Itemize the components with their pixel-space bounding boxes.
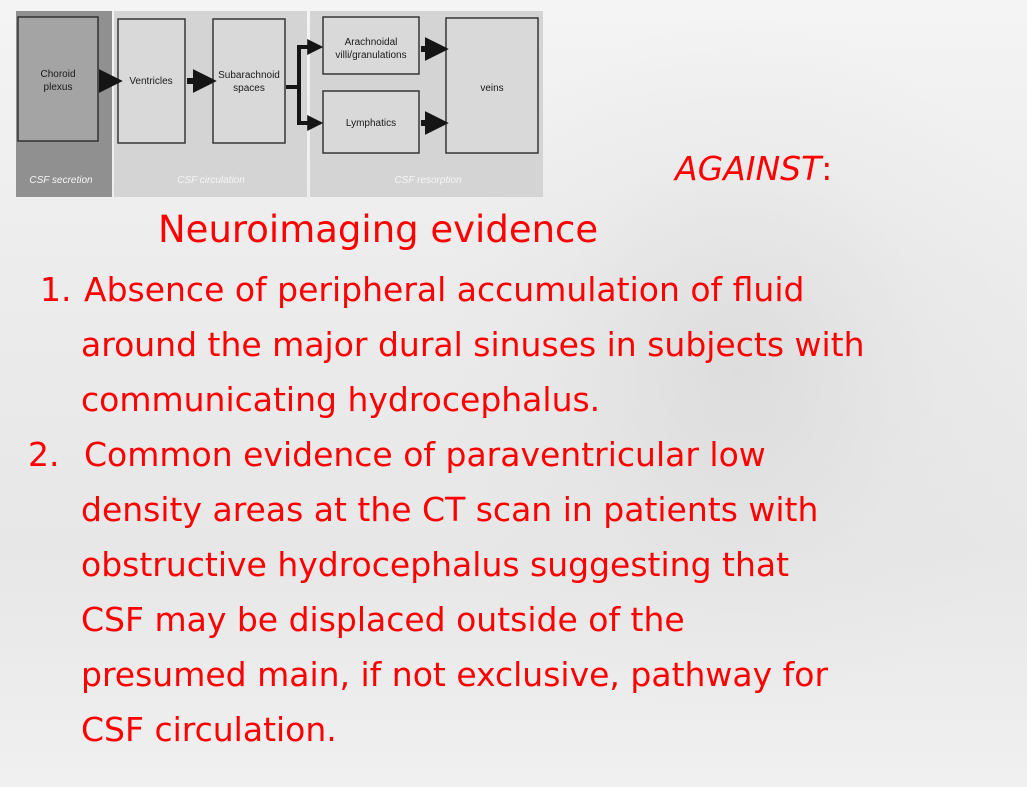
node-label-choroid-line-2: plexus: [44, 82, 73, 93]
node-label-choroid-line-1: Choroid: [40, 69, 75, 80]
evidence-item-2-line-5: presumed main, if not exclusive, pathway…: [81, 655, 829, 694]
evidence-item-1-line-1: 1. Absence of peripheral accumulation of …: [40, 262, 865, 317]
node-label-lymphatics: Lymphatics: [346, 118, 396, 129]
stage-label-resorption: CSF resorption: [394, 175, 462, 186]
node-label-subarachnoid-line-1: Subarachnoid: [218, 70, 280, 81]
evidence-item-1: 1. Absence of peripheral accumulation of …: [40, 262, 865, 427]
csf-flow-diagram-svg: Choroid plexus Ventricles Subarachnoid s…: [16, 11, 543, 197]
evidence-item-1-text-line-1: Absence of peripheral accumulation of fl…: [84, 270, 805, 309]
evidence-item-2-line-2: density areas at the CT scan in patients…: [81, 490, 819, 529]
evidence-item-2-line-1: 2. Common evidence of paraventricular low: [28, 427, 828, 482]
stage-label-secretion: CSF secretion: [29, 175, 93, 186]
evidence-item-1-line-2: around the major dural sinuses in subjec…: [81, 325, 865, 364]
against-word: AGAINST: [675, 149, 822, 188]
node-label-arachnoidal-line-1: Arachnoidal: [345, 37, 398, 48]
against-label: AGAINST:: [675, 149, 832, 189]
evidence-item-2-number: 2.: [28, 435, 60, 474]
csf-flow-diagram: Choroid plexus Ventricles Subarachnoid s…: [16, 11, 543, 197]
evidence-item-2-text-line-1: Common evidence of paraventricular low: [84, 435, 766, 474]
node-label-subarachnoid-line-2: spaces: [233, 83, 265, 94]
node-veins-box: [445, 17, 539, 154]
evidence-item-1-number: 1.: [40, 270, 72, 309]
edge-subarachnoid-to-lymphatics: [297, 87, 324, 131]
node-choroid-plexus-box: [17, 16, 99, 142]
stage-label-circulation: CSF circulation: [177, 175, 245, 186]
evidence-item-1-line-3: communicating hydrocephalus.: [81, 380, 601, 419]
node-label-arachnoidal-line-2: villi/granulations: [335, 50, 406, 61]
evidence-item-2-line-6: CSF circulation.: [81, 710, 337, 749]
node-arachnoidal-box: [322, 16, 420, 75]
against-colon: :: [821, 149, 833, 188]
node-subarachnoid-box: [212, 18, 286, 144]
evidence-item-2-line-4: CSF may be displaced outside of the: [81, 600, 685, 639]
section-heading: Neuroimaging evidence: [158, 208, 599, 251]
node-label-ventricles: Ventricles: [129, 76, 172, 87]
edge-subarachnoid-to-arachnoidal: [297, 39, 324, 87]
node-lymphatics-box: [322, 90, 420, 154]
evidence-item-2: 2. Common evidence of paraventricular low…: [28, 427, 828, 757]
node-ventricles-box: [117, 18, 186, 144]
evidence-item-2-line-3: obstructive hydrocephalus suggesting tha…: [81, 545, 790, 584]
node-label-veins: veins: [480, 83, 503, 94]
